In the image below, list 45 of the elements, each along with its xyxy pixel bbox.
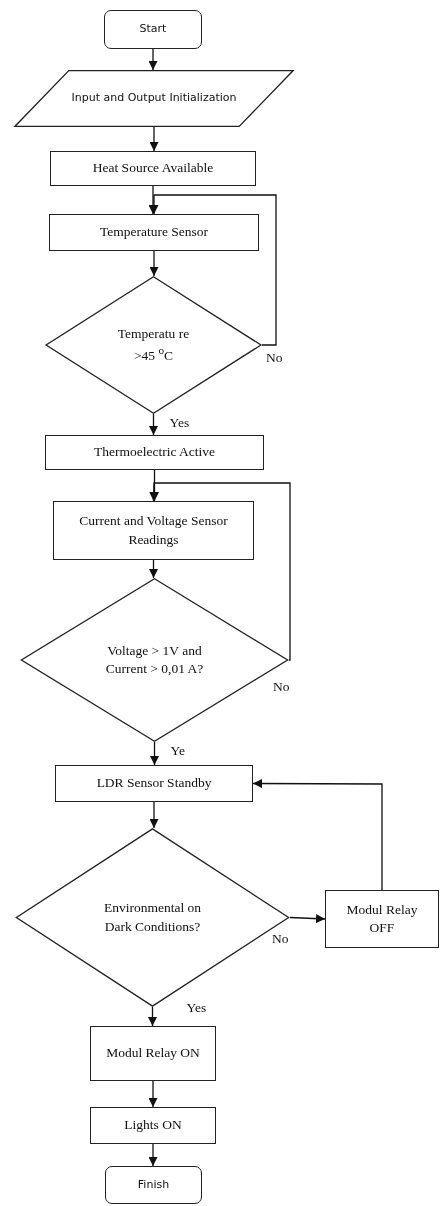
arrow xyxy=(149,482,291,661)
terminal-box xyxy=(104,10,202,49)
arrow xyxy=(148,1080,158,1108)
arrow xyxy=(149,559,158,579)
edge-label: Yes xyxy=(169,416,190,430)
node-text: Temperature Sensor xyxy=(99,223,209,242)
node-text: Start xyxy=(139,22,167,37)
edge-label: Yes xyxy=(186,1001,207,1015)
node-text: Modul Relay OFF xyxy=(345,900,419,937)
decision-diamond xyxy=(20,578,289,742)
node-text: Heat Source Available xyxy=(92,159,214,178)
node-text: Finish xyxy=(137,1177,170,1193)
process-box xyxy=(90,1107,216,1144)
input-output-parallelogram xyxy=(12,70,296,127)
arrow xyxy=(148,1006,157,1027)
decision-diamond xyxy=(45,276,262,414)
process-box xyxy=(50,151,256,186)
node-text: Temperatu re >45 $^{o}$C xyxy=(116,325,191,365)
node-text: Modul Relay ON xyxy=(106,1044,200,1063)
node-text: Input and Output Initialization xyxy=(71,91,237,106)
arrow xyxy=(149,413,158,436)
process-box xyxy=(53,501,254,560)
arrow xyxy=(148,48,158,71)
edge-label: Ye xyxy=(170,744,185,758)
arrow xyxy=(252,779,383,891)
node-text: Current and Voltage Sensor Readings xyxy=(78,512,229,549)
node-text: Thermoelectric Active xyxy=(93,443,216,462)
edge-label: No xyxy=(273,680,290,694)
node-text: Lights ON xyxy=(124,1116,182,1135)
process-box xyxy=(55,765,253,802)
process-box xyxy=(45,435,264,470)
node-text: LDR Sensor Standby xyxy=(96,774,212,793)
arrow xyxy=(289,914,326,924)
arrow xyxy=(149,801,159,829)
node-text: Environmental on Dark Conditions? xyxy=(102,899,203,936)
arrow xyxy=(150,741,159,766)
process-box xyxy=(325,890,439,948)
process-box xyxy=(90,1026,216,1081)
node-text: Voltage > 1V and Current > 0,01 A? xyxy=(104,641,205,678)
terminal-box xyxy=(105,1166,202,1204)
arrow xyxy=(148,1143,158,1167)
edge-label: No xyxy=(266,351,283,365)
process-box xyxy=(49,214,259,251)
arrow xyxy=(149,250,159,277)
arrow xyxy=(149,126,159,152)
